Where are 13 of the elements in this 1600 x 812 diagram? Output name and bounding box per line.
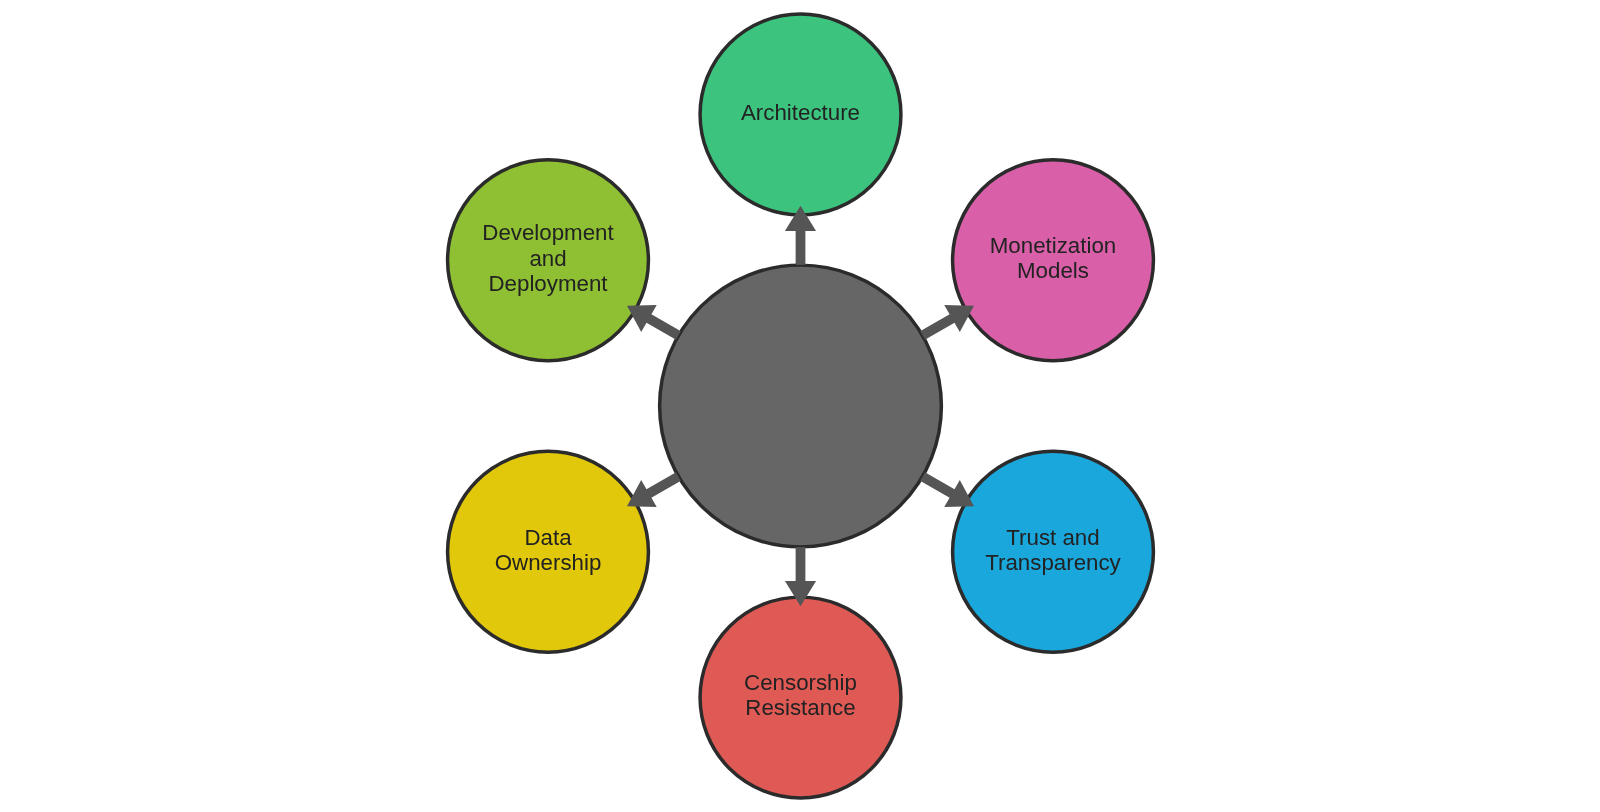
node-circle: Development and Deployment: [445, 158, 650, 363]
arrow: [784, 547, 816, 607]
arrow: [784, 205, 816, 265]
node-circle: Censorship Resistance: [697, 595, 903, 800]
arrow: [919, 472, 974, 507]
node-circle: Monetization Models: [950, 158, 1155, 363]
node-circle: Data Ownership: [445, 449, 650, 654]
node-circle: [657, 263, 943, 549]
arrow: [626, 305, 681, 340]
node-circle: Architecture: [697, 12, 903, 217]
node-circle: Trust and Transparency: [950, 449, 1155, 654]
arrow: [919, 305, 974, 340]
arrow: [626, 472, 681, 507]
